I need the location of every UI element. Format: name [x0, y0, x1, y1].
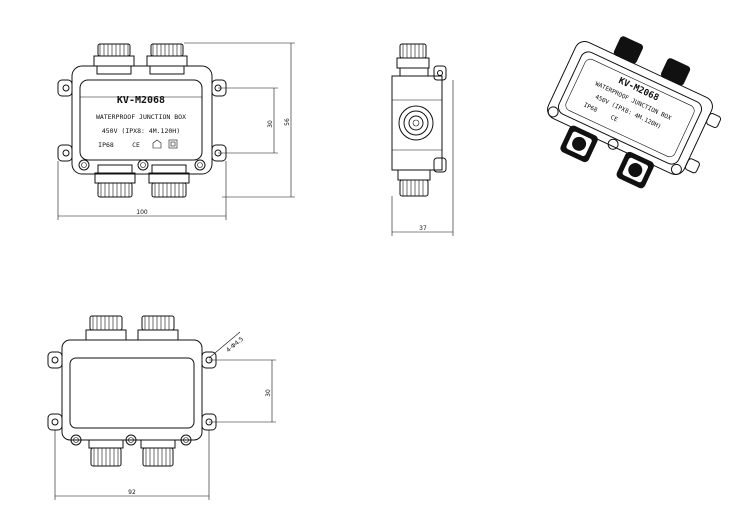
- front-height-dim: 56: [284, 118, 291, 126]
- ip-rating-label: IP68: [98, 141, 114, 149]
- model-label: KV-M2068: [117, 95, 165, 106]
- description-label: WATERPROOF JUNCTION BOX: [96, 113, 186, 121]
- side-dimensions: 37: [391, 80, 454, 236]
- iso-ce-mark: CE: [609, 114, 619, 124]
- bottom-hole-spacing-dim: 30: [265, 389, 272, 397]
- rating-label: 450V (IPX8: 4M.120H): [102, 127, 180, 135]
- lid-screws: [78, 159, 206, 171]
- home-icon: [152, 139, 162, 149]
- front-dimensions: 30 56 100: [57, 42, 295, 220]
- bottom-dimensions: 4-Φ4.5 30 92: [54, 331, 276, 500]
- bottom-gland-left: [94, 164, 136, 198]
- box-body-outer: [71, 65, 213, 175]
- iso-ip-rating-label: IP68: [582, 102, 598, 115]
- iso-bottom-glands: [560, 125, 654, 189]
- side-view: 37: [391, 43, 454, 236]
- front-hole-spacing-dim: 30: [267, 120, 274, 128]
- top-gland-right: [146, 43, 188, 75]
- side-gland-face: [398, 105, 434, 141]
- bottom-width-dim: 92: [128, 489, 136, 496]
- bottom-gland-right: [148, 164, 190, 198]
- top-gland-left: [93, 43, 135, 75]
- front-width-dim: 100: [136, 209, 148, 216]
- hole-callout: 4-Φ4.5: [225, 336, 245, 354]
- front-view: KV-M2068 WATERPROOF JUNCTION BOX 450V (I…: [57, 42, 295, 220]
- iso-view: KV-M2068 WATERPROOF JUNCTION BOX 450V (I…: [547, 36, 722, 189]
- ce-mark: CE: [132, 141, 140, 149]
- double-insulation-icon: [168, 139, 178, 149]
- side-depth-dim: 37: [419, 225, 427, 232]
- bottom-view: 4-Φ4.5 30 92: [47, 315, 276, 500]
